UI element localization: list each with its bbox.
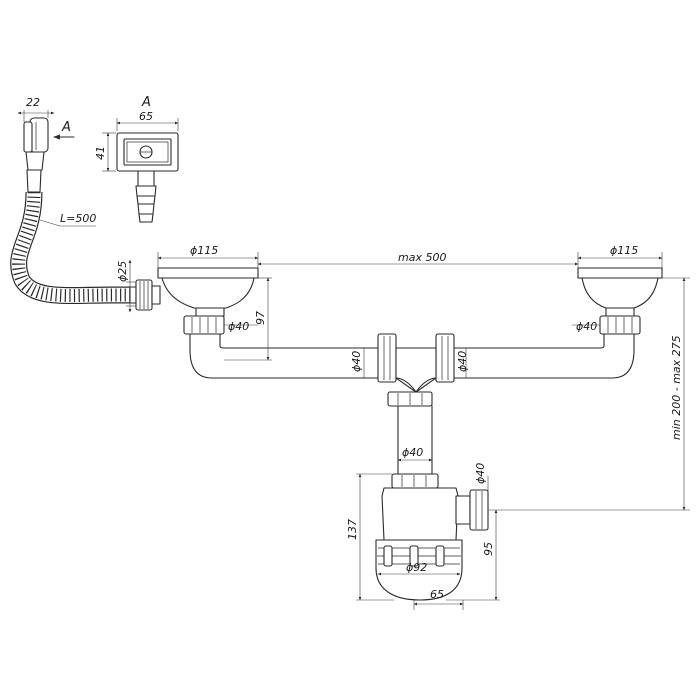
left-horizontal-pipe [189,333,381,379]
span-label: max 500 [398,251,446,264]
trap-outlet [455,489,489,531]
tee-left-label: ϕ40 [350,351,363,372]
total-height-label: min 200 - max 275 [670,335,683,440]
left-nut-label: ϕ40 [228,320,249,333]
vertical-riser [387,391,433,475]
dim-right-grate: ϕ115 [577,244,663,268]
dim-right-nut: ϕ40 [572,320,600,333]
outlet-label: ϕ40 [474,463,487,484]
dim-left-grate: ϕ115 [157,244,259,268]
hose-connector [129,279,161,311]
overflow-head [23,117,49,193]
dim-span: max 500 [257,251,579,266]
dim-hose-length: L=500 [39,212,96,227]
riser-label: ϕ40 [402,446,423,459]
bottle-dia-label: ϕ92 [406,561,427,574]
view-height-label: 41 [94,146,107,160]
dim-height-97: 97 [224,277,272,361]
dim-bottle-offset: 65 [413,588,464,610]
dim-bottle-height: 137 [346,473,394,601]
dim-view-width: 65 [116,110,179,131]
height-97-label: 97 [254,311,267,325]
outlet-height-label: 95 [482,542,495,556]
view-a-overflow-face [116,132,179,223]
hose-length-label: L=500 [60,212,96,225]
bottle-offset-label: 65 [430,588,444,601]
dim-total-height: min 200 - max 275 [488,277,690,511]
overflow-width-label: 22 [26,96,40,109]
hose-dia-label: ϕ25 [116,261,129,282]
dim-overflow-width: 22 [17,96,55,122]
bottle-trap [375,473,463,601]
right-grate-label: ϕ115 [610,244,638,257]
dim-tee-right: ϕ40 [456,348,469,378]
corrugated-hose [10,191,134,305]
dim-view-height: 41 [94,132,116,172]
dim-hose-dia: ϕ25 [116,259,136,313]
dim-left-nut: ϕ40 [224,320,258,333]
dim-riser: ϕ40 [397,446,433,462]
dim-outlet: ϕ40 [474,463,489,494]
view-mark-label: A [61,120,71,135]
left-grate-label: ϕ115 [190,244,218,257]
view-a-title: A [141,95,151,110]
view-a-marker: A [53,120,75,140]
right-horizontal-pipe [453,333,635,379]
bottle-height-label: 137 [346,519,359,540]
dim-tee-left: ϕ40 [350,348,365,378]
dim-outlet-height: 95 [446,509,500,601]
dim-bottle-dia: ϕ92 [377,561,461,576]
right-bowl-outlet [577,267,663,335]
view-width-label: 65 [139,110,153,123]
left-bowl-outlet [157,267,259,335]
right-nut-label: ϕ40 [576,320,597,333]
tee-right-label: ϕ40 [456,351,469,372]
tee-junction [377,333,455,393]
